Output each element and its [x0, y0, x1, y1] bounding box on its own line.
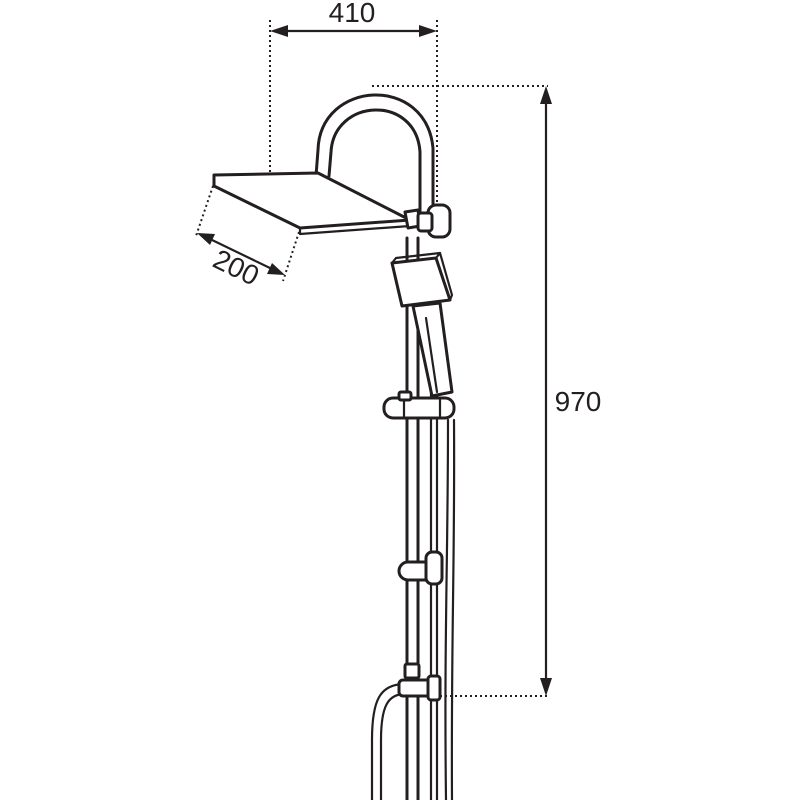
height-label: 970 — [555, 386, 602, 417]
height-dimension: 970 — [540, 86, 601, 696]
middle-wall-bracket — [397, 550, 444, 586]
width-label: 410 — [329, 0, 376, 28]
rain-shower-head — [212, 171, 422, 236]
diverter-valve — [397, 662, 442, 702]
width-dimension: 410 — [270, 0, 437, 37]
hand-shower — [390, 251, 454, 398]
depth-label: 200 — [208, 243, 264, 291]
depth-dimension: 200 — [197, 233, 285, 292]
slider-holder — [382, 390, 456, 420]
shower-hose — [370, 378, 456, 800]
extension-lines — [195, 20, 548, 697]
top-wall-bracket — [416, 203, 452, 239]
shower-arm — [314, 93, 435, 217]
